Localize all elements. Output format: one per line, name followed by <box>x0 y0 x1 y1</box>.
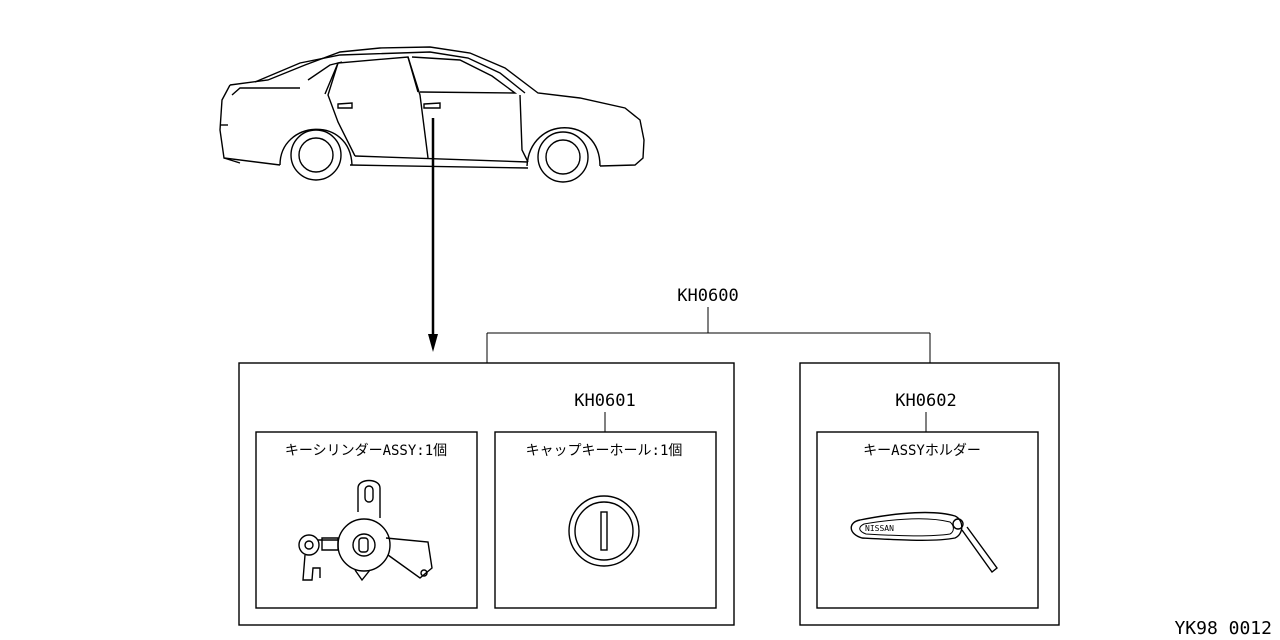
group-box-right <box>799 362 1060 626</box>
reference-code: YK98 0012 <box>1174 618 1272 639</box>
part-card-key-holder: KH0602 キーASSYホルダー NISSAN <box>816 391 1039 609</box>
part-code-key-holder: KH0602 <box>895 391 956 411</box>
group-code-label: KH0600 <box>677 286 738 306</box>
key-cylinder-icon <box>298 479 433 582</box>
cap-key-hole-icon <box>568 495 640 567</box>
part-card-cap-key-hole: KH0601 キャップキーホール:1個 <box>494 391 717 609</box>
location-arrow <box>428 118 438 352</box>
part-card-key-cylinder: キーシリンダーASSY:1個 <box>255 431 478 609</box>
group-box-left <box>238 362 735 626</box>
group-tree: KH0600 <box>486 286 931 363</box>
key-holder-icon: NISSAN <box>850 511 998 574</box>
car-illustration <box>219 46 645 183</box>
part-name-cap-key-hole: キャップキーホール:1個 <box>526 443 683 459</box>
part-name-key-cylinder: キーシリンダーASSY:1個 <box>285 443 447 459</box>
key-brand-text: NISSAN <box>865 524 894 533</box>
part-code-cap-key-hole: KH0601 <box>574 391 635 411</box>
part-name-key-holder: キーASSYホルダー <box>863 443 981 459</box>
